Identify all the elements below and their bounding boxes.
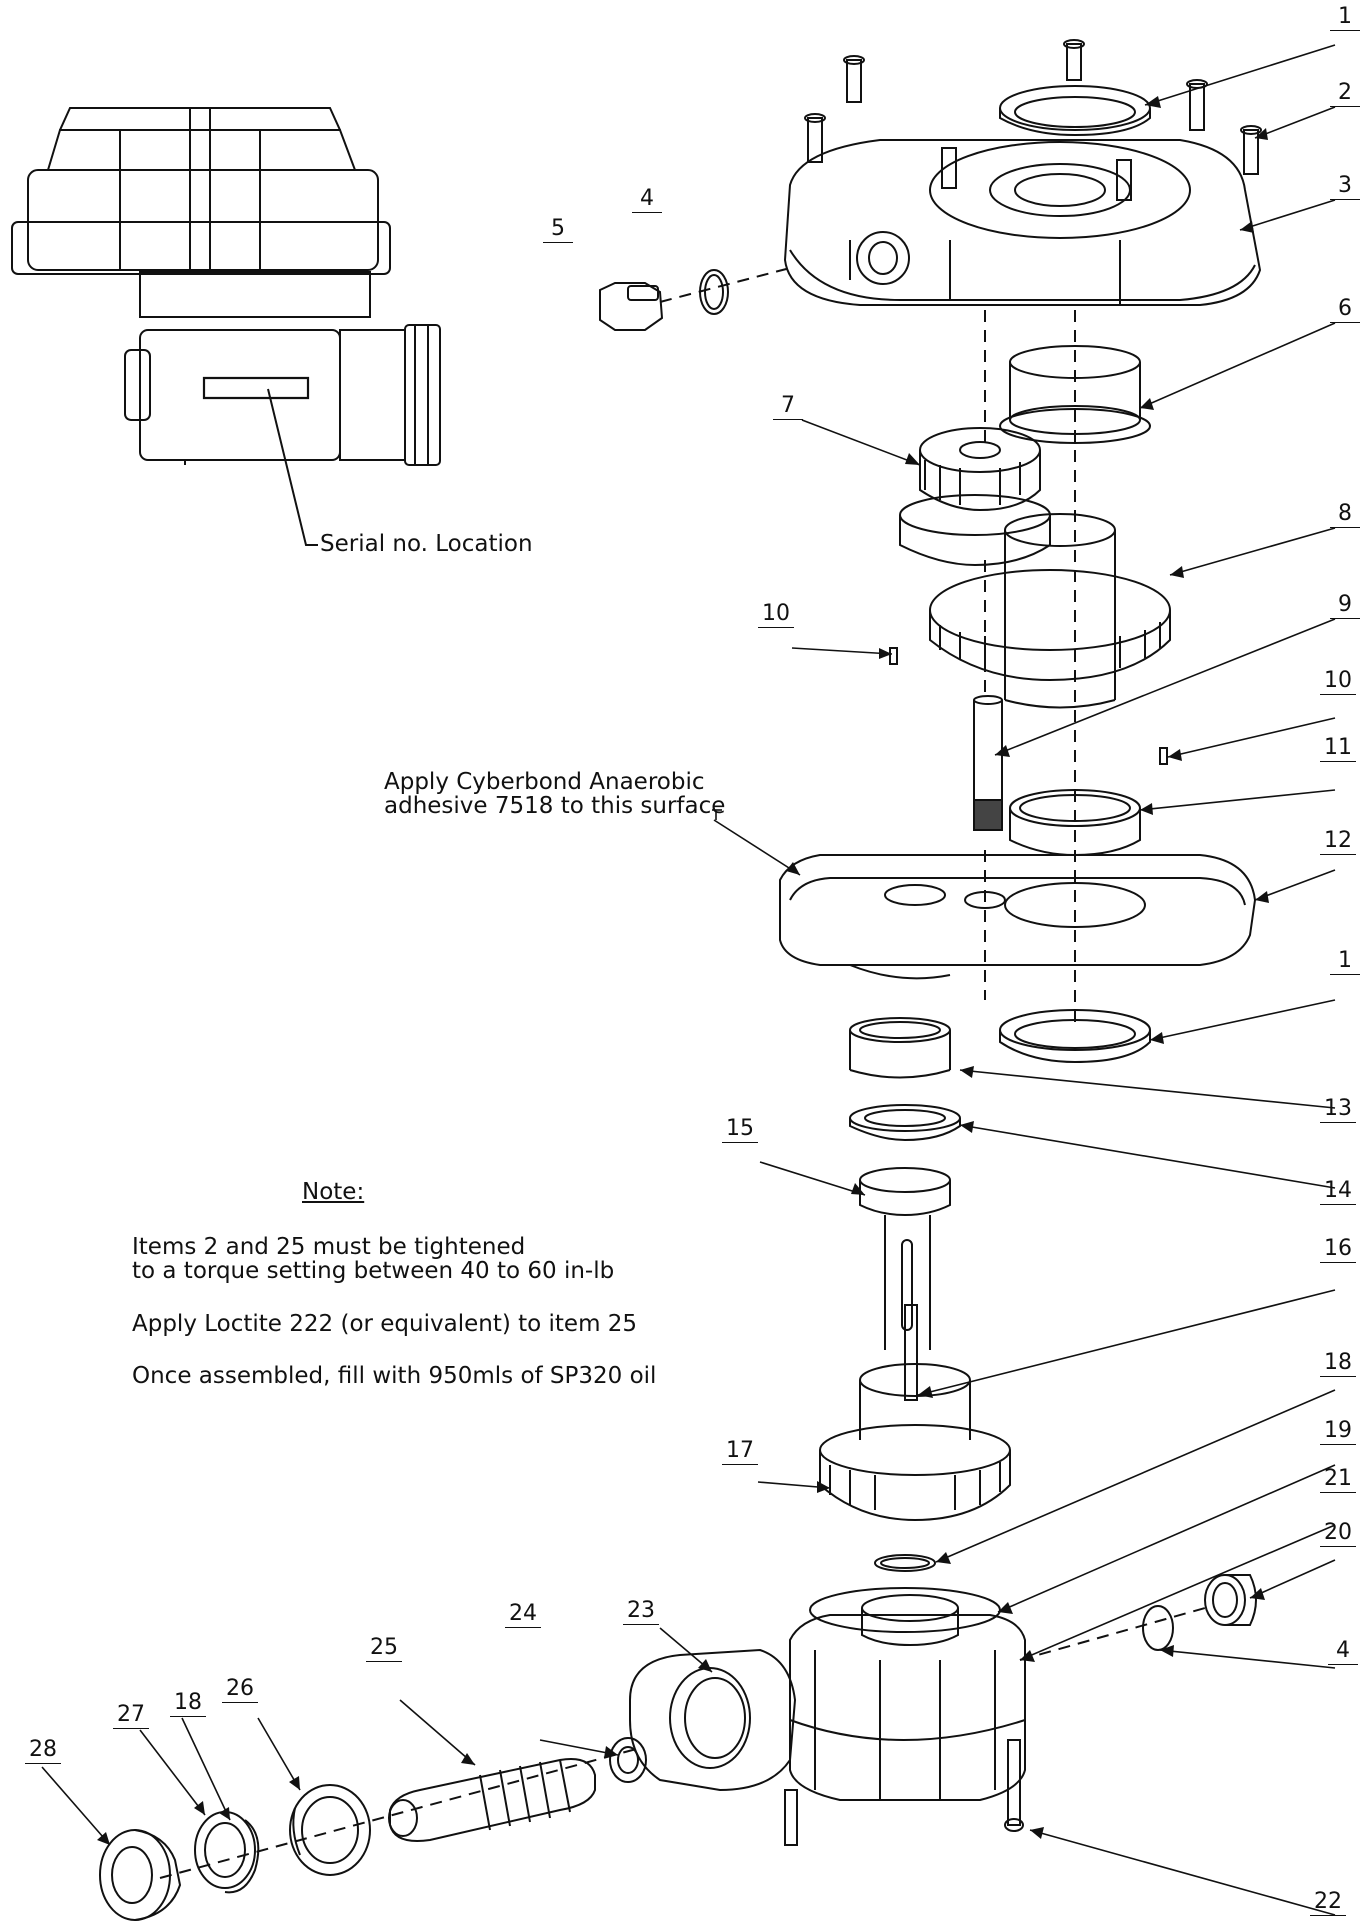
- bushing: [1000, 346, 1150, 443]
- callout-5: 5: [543, 218, 573, 243]
- compound-gear: [900, 428, 1050, 565]
- callout-11: 11: [1320, 737, 1356, 762]
- callout-2: 2: [1330, 82, 1360, 107]
- callout-19: 19: [1320, 1420, 1356, 1445]
- callout-26: 26: [222, 1678, 258, 1703]
- callout-18-top: 18: [1320, 1352, 1356, 1377]
- callout-9: 9: [1330, 594, 1360, 619]
- side-plug: [1205, 1575, 1256, 1625]
- circlip-top: [875, 1555, 935, 1571]
- large-gear: [930, 514, 1170, 708]
- serial-plate: [204, 378, 308, 398]
- callout-4-top: 4: [632, 188, 662, 213]
- cover-screws: [805, 40, 1261, 200]
- callout-27: 27: [113, 1704, 149, 1729]
- callout-20: 20: [1320, 1522, 1356, 1547]
- gearbox-base-housing: [785, 1588, 1025, 1845]
- callout-25: 25: [366, 1637, 402, 1662]
- pinion-shaft: [860, 1168, 950, 1400]
- worm-shaft: [389, 1759, 595, 1841]
- callout-10-right: 10: [1320, 670, 1356, 695]
- callout-22: 22: [1310, 1891, 1346, 1916]
- callout-28: 28: [25, 1739, 61, 1764]
- shaft: [974, 696, 1002, 830]
- callout-3: 3: [1330, 175, 1360, 200]
- callout-10-left: 10: [758, 603, 794, 628]
- serial-leader: [268, 389, 318, 545]
- callout-12: 12: [1320, 830, 1356, 855]
- dowel-pin-right: [1160, 748, 1167, 764]
- callout-15: 15: [722, 1118, 758, 1143]
- callout-1-top: 1: [1330, 6, 1360, 31]
- callout-13: 13: [1320, 1098, 1356, 1123]
- callout-1-bottom: 1: [1330, 950, 1360, 975]
- circlip-worm: [225, 1820, 258, 1892]
- drain-plug: [600, 283, 662, 330]
- callout-4-side: 4: [1328, 1640, 1358, 1665]
- callout-6: 6: [1330, 298, 1360, 323]
- seal-ring-top: [1000, 86, 1150, 135]
- callout-14: 14: [1320, 1180, 1356, 1205]
- worm-housing: [630, 1650, 795, 1790]
- note-line-1: Items 2 and 25 must be tightened: [132, 1234, 526, 1260]
- arrowheads: [97, 96, 1269, 1845]
- seal-ring-bottom: [1000, 1010, 1150, 1062]
- callout-23: 23: [623, 1600, 659, 1625]
- note-line-4: Once assembled, fill with 950mls of SP32…: [132, 1363, 657, 1389]
- adhesive-note-line1: Apply Cyberbond Anaerobic: [384, 769, 705, 795]
- leader-lines: [42, 45, 1335, 1915]
- actuator-inset-view: [12, 108, 440, 465]
- callout-17: 17: [722, 1440, 758, 1465]
- callout-21: 21: [1320, 1468, 1356, 1493]
- callout-7: 7: [773, 395, 803, 420]
- o-ring-side: [1143, 1606, 1173, 1650]
- small-bearing: [610, 1738, 646, 1782]
- callout-24: 24: [505, 1603, 541, 1628]
- adhesive-note-line2: adhesive 7518 to this surface: [384, 793, 726, 819]
- shaft-seal: [850, 1105, 960, 1140]
- top-cover: [785, 140, 1260, 305]
- dowel-pin-left: [890, 648, 897, 664]
- callout-18-bottom: 18: [170, 1692, 206, 1717]
- note-heading: Note:: [302, 1179, 365, 1205]
- note-line-3: Apply Loctite 222 (or equivalent) to ite…: [132, 1311, 638, 1337]
- needle-bearing: [850, 1018, 950, 1078]
- housing-plate: [780, 855, 1255, 978]
- callout-16: 16: [1320, 1238, 1356, 1263]
- worm-wheel: [820, 1364, 1010, 1520]
- note-line-2: to a torque setting between 40 to 60 in-…: [132, 1258, 615, 1284]
- worm-bearing: [290, 1785, 370, 1875]
- callout-8: 8: [1330, 503, 1360, 528]
- adhesive-leader-end: [712, 805, 722, 815]
- serial-location-label: Serial no. Location: [320, 531, 533, 557]
